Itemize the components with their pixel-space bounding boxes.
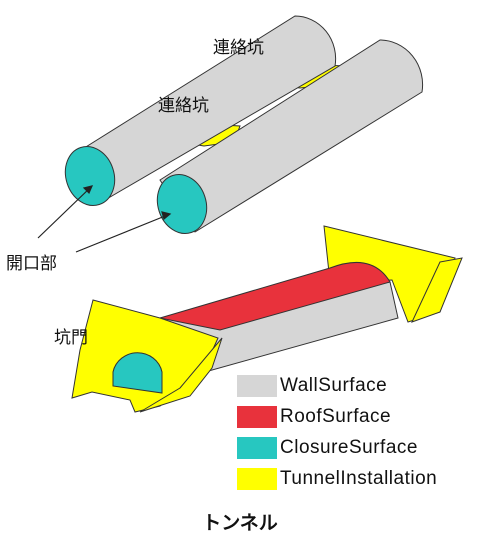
legend-label-roof: RoofSurface <box>280 406 392 427</box>
legend-swatch-installation <box>237 468 277 490</box>
tube-pair <box>64 15 424 234</box>
far-portal-wing <box>411 257 463 323</box>
tunnel-roof <box>159 261 391 331</box>
near-portal-wing <box>139 337 223 413</box>
connecting-passage-label-top: 連絡坑 <box>213 38 264 58</box>
opening-leaders <box>37 185 172 253</box>
legend-swatch-roof <box>237 406 277 428</box>
right-tube-closure <box>156 174 208 234</box>
legend-item-wall: WallSurface <box>237 374 387 398</box>
right-tube-wall <box>159 39 424 233</box>
portal-closure <box>112 352 163 394</box>
legend-label-wall: WallSurface <box>280 375 388 396</box>
tunnel-model <box>71 225 463 413</box>
legend-swatch-closure <box>237 437 277 459</box>
legend-label-closure: ClosureSurface <box>280 437 418 458</box>
legend-item-closure: ClosureSurface <box>237 436 418 460</box>
legend-label-installation: TunnelInstallation <box>280 468 438 489</box>
legend-swatch-wall <box>237 375 277 397</box>
left-tube-closure <box>64 146 116 206</box>
figure-caption: トンネル <box>202 512 278 534</box>
legend-item-roof: RoofSurface <box>237 405 391 429</box>
connecting-passage-label-mid: 連絡坑 <box>158 96 209 116</box>
portal-label: 坑門 <box>54 328 88 348</box>
left-tube-wall <box>72 15 337 201</box>
legend-item-installation: TunnelInstallation <box>237 467 437 491</box>
opening-label: 開口部 <box>6 254 57 274</box>
